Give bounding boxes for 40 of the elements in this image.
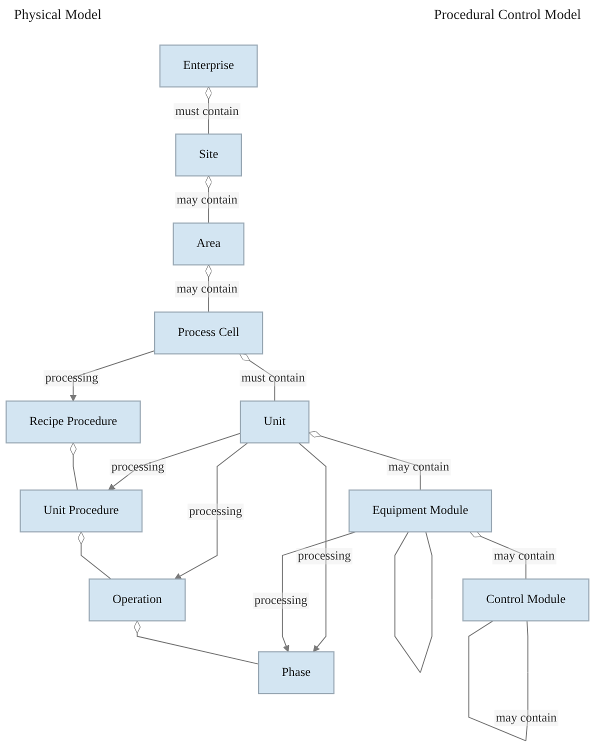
edge-label: processing (189, 504, 242, 518)
connector (70, 442, 78, 490)
edge-label: may contain (176, 192, 238, 207)
edge-label: processing (45, 370, 98, 385)
connector (205, 264, 212, 312)
edge-label: processing (254, 593, 308, 608)
edge-label: must contain (241, 370, 305, 385)
column-heading: Procedural Control Model (434, 8, 581, 25)
edge-label: processing (111, 460, 164, 474)
edge-label: must contain (175, 104, 239, 118)
arrow (70, 350, 155, 402)
node-box: Equipment Module (348, 489, 492, 532)
connector (470, 531, 526, 580)
arrow (282, 531, 356, 652)
node-box: Unit Procedure (20, 489, 143, 532)
connector (78, 532, 112, 580)
connector (205, 176, 212, 224)
node-box: Area (172, 222, 244, 266)
connector (394, 532, 432, 673)
node-box: Enterprise (159, 44, 258, 88)
edge-label: may contain (494, 548, 555, 563)
edge-label: processing (298, 548, 351, 563)
connector (239, 353, 276, 402)
edge-label: may contain (496, 710, 557, 724)
node-box: Site (175, 134, 242, 176)
edge-label: may contain (176, 282, 238, 296)
node-box: Recipe Procedure (6, 400, 141, 444)
arrow (174, 442, 248, 580)
connector (134, 620, 259, 665)
edge-label: may contain (388, 460, 450, 474)
node-box: Unit (240, 400, 310, 444)
connector (205, 86, 212, 134)
connector (308, 430, 421, 490)
node-box: Phase (258, 651, 334, 694)
column-heading: Physical Model (14, 8, 102, 25)
node-box: Control Module (462, 578, 590, 622)
connector (468, 620, 528, 742)
node-box: Operation (88, 578, 186, 622)
arrow (298, 442, 326, 652)
node-box: Process Cell (154, 312, 264, 354)
